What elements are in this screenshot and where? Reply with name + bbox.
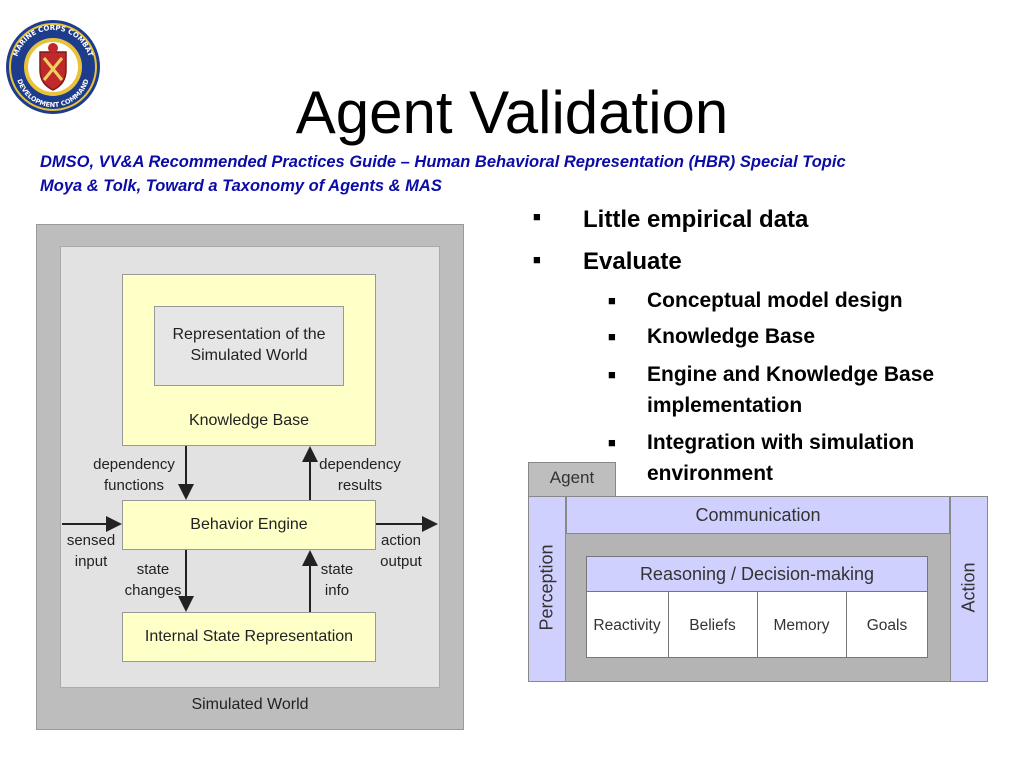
- agent-tab: [528, 462, 616, 496]
- reasoning-label: Reasoning / Decision-making: [639, 564, 875, 584]
- bullet-marker: ■: [533, 252, 541, 267]
- bullet-marker: ■: [533, 209, 541, 224]
- sensed-input-label: sensed input: [66, 532, 116, 570]
- perception-bar: [528, 496, 566, 682]
- sub-bullet-integration: Integration with simulation environment: [647, 431, 915, 485]
- bullet-little-empirical-data: Little empirical data: [583, 206, 809, 233]
- dependency-functions-label: dependency functions: [93, 456, 175, 494]
- reasoning-header: [586, 556, 928, 592]
- behavior-engine-box: [122, 500, 376, 550]
- internal-state-box: [122, 612, 376, 662]
- action-label: Action: [958, 562, 979, 613]
- action-bar: [950, 496, 988, 682]
- sub-bullet-marker: ■: [608, 435, 616, 450]
- behavior-engine-label: Behavior Engine: [190, 516, 308, 533]
- reactivity-cell: Reactivity: [593, 617, 661, 634]
- communication-bar: [566, 496, 950, 534]
- marine-corps-logo: MARINE CORPS COMBAT DEVELOPMENT COMMAND: [4, 18, 102, 116]
- state-changes-label: state changes: [124, 561, 182, 599]
- cell-divider: [668, 592, 669, 658]
- cell-divider: [757, 592, 758, 658]
- representation-box: [154, 306, 344, 386]
- action-output-label: action output: [380, 532, 422, 570]
- simulated-world-label: Simulated World: [191, 696, 309, 713]
- bullet-evaluate: Evaluate: [583, 248, 682, 275]
- dependency-results-label: dependency results: [319, 456, 401, 494]
- sub-bullet-marker: ■: [608, 293, 616, 308]
- sub-bullet-conceptual-model: Conceptual model design: [647, 289, 903, 312]
- sub-bullet-marker: ■: [608, 367, 616, 382]
- memory-cell: Memory: [773, 617, 830, 634]
- state-info-label: state info: [320, 561, 354, 599]
- reference-moya-tolk: Moya & Tolk, Toward a Taxonomy of Agents…: [40, 177, 442, 195]
- goals-cell: Goals: [866, 617, 908, 634]
- reference-hbr-guide: DMSO, VV&A Recommended Practices Guide –…: [40, 153, 846, 171]
- representation-label: Representation of the Simulated World: [172, 326, 326, 364]
- knowledge-base-label: Knowledge Base: [188, 412, 310, 429]
- cell-divider: [846, 592, 847, 658]
- agent-tab-label: Agent: [549, 468, 595, 487]
- beliefs-cell: Beliefs: [689, 617, 736, 634]
- page-title: Agent Validation: [295, 79, 729, 146]
- perception-label: Perception: [536, 544, 557, 631]
- sub-bullet-marker: ■: [608, 329, 616, 344]
- communication-label: Communication: [695, 505, 821, 525]
- sub-bullet-knowledge-base: Knowledge Base: [647, 325, 816, 348]
- sub-bullet-engine-kb-impl: Engine and Knowledge Base implementation: [647, 363, 935, 417]
- internal-state-label: Internal State Representation: [144, 628, 354, 645]
